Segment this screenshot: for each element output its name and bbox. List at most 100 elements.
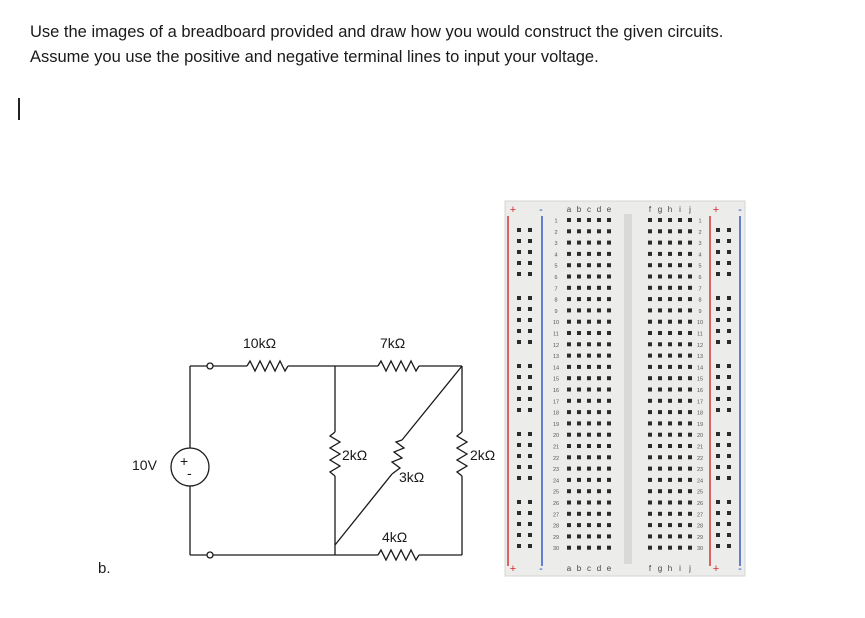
strip-hole [607,240,611,245]
rail-hole [727,432,731,436]
row-number-right: 7 [698,286,701,292]
strip-hole [658,218,662,222]
strip-hole [577,353,581,358]
rail-hole [716,522,720,526]
strip-hole [668,398,672,403]
strip-hole [597,500,601,505]
row-number-left: 25 [553,490,559,496]
strip-hole [567,455,571,460]
strip-hole [668,489,672,494]
strip-hole [587,511,591,516]
strip-hole [567,240,571,245]
strip-hole [658,398,662,403]
r-middle-label: 3kΩ [399,469,424,485]
strip-hole [587,251,591,256]
rail-hole [716,318,720,322]
strip-hole [577,545,581,550]
strip-hole [577,466,581,471]
row-number-right: 6 [698,275,701,281]
strip-hole [607,455,611,460]
rail-polarity-top: + [713,204,719,216]
strip-hole [648,398,652,403]
rail-hole [716,307,720,311]
strip-hole [577,387,581,392]
strip-hole [688,477,692,482]
rail-hole [716,296,720,300]
strip-hole [607,523,611,528]
rail-hole [727,454,731,458]
rail-hole [528,432,532,436]
rail-hole [716,454,720,458]
strip-hole [658,534,662,539]
strip-hole [688,444,692,448]
strip-hole [678,240,682,245]
strip-hole [668,229,672,234]
row-number-right: 5 [698,264,701,270]
strip-hole [607,353,611,358]
strip-hole [587,455,591,460]
r-vertical-right-label: 2kΩ [470,447,495,463]
row-number-left: 22 [553,456,559,462]
strip-hole [688,342,692,347]
strip-hole [587,229,591,234]
strip-hole [648,308,652,313]
strip-hole [688,489,692,494]
row-number-left: 13 [553,354,559,360]
strip-hole [587,444,591,448]
row-number-left: 1 [554,219,557,225]
column-letter-top: b [577,205,582,214]
strip-hole [577,421,581,426]
strip-hole [577,364,581,369]
strip-hole [648,364,652,369]
strip-hole [668,432,672,437]
rail-hole [528,340,532,344]
row-number-left: 18 [553,411,559,417]
strip-hole [648,331,652,335]
strip-hole [678,274,682,279]
rail-hole [727,329,731,333]
strip-hole [567,534,571,539]
rail-hole [528,511,532,515]
strip-hole [607,500,611,505]
strip-hole [577,263,581,268]
strip-hole [658,545,662,550]
strip-hole [597,489,601,494]
rail-hole [727,375,731,379]
strip-hole [678,466,682,471]
strip-hole [587,218,591,222]
strip-hole [607,477,611,482]
strip-hole [688,421,692,426]
row-number-right: 2 [698,230,701,236]
row-number-left: 6 [554,275,557,281]
strip-hole [668,376,672,381]
strip-hole [577,444,581,448]
rail-hole [528,533,532,537]
row-number-right: 26 [697,501,703,507]
rail-hole [528,329,532,333]
strip-hole [587,489,591,494]
strip-hole [688,229,692,234]
strip-hole [688,376,692,381]
strip-hole [648,229,652,234]
rail-hole [727,272,731,276]
rail-hole [716,544,720,548]
strip-hole [607,432,611,437]
strip-hole [648,342,652,347]
strip-hole [678,308,682,313]
strip-hole [678,421,682,426]
rail-hole [716,465,720,469]
strip-hole [648,477,652,482]
strip-hole [658,410,662,415]
strip-hole [607,545,611,550]
strip-hole [607,285,611,290]
rail-hole [727,544,731,548]
rail-hole [727,522,731,526]
rail-hole [517,476,521,480]
row-number-left: 15 [553,377,559,383]
strip-hole [567,398,571,403]
strip-hole [587,285,591,290]
rail-polarity-top: + [510,204,516,216]
strip-hole [597,523,601,528]
strip-hole [668,353,672,358]
rail-hole [517,432,521,436]
